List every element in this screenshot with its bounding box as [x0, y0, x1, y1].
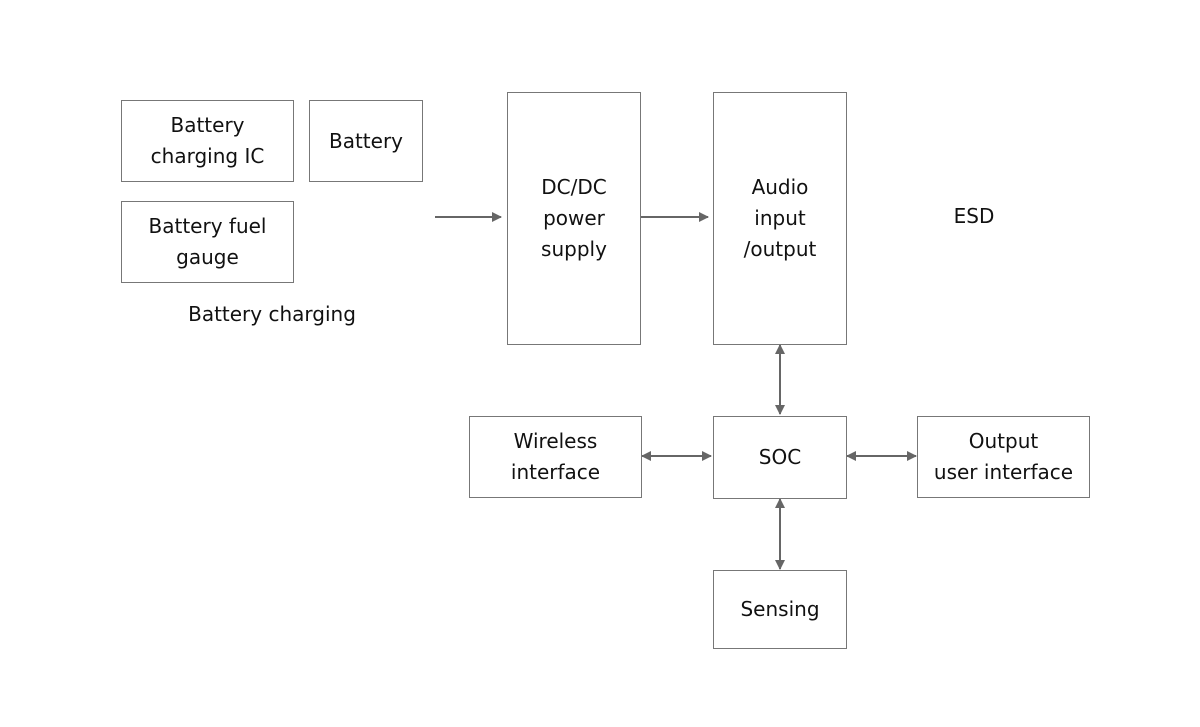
label-esd: ESD [953, 204, 995, 228]
block-wireless-interface: Wireless interface [469, 416, 642, 498]
block-battery: Battery [309, 100, 423, 182]
block-dcdc-power-supply: DC/DC power supply [507, 92, 641, 345]
block-soc: SOC [713, 416, 847, 499]
block-battery-fuel-gauge: Battery fuel gauge [121, 201, 294, 283]
block-output-user-interface: Output user interface [917, 416, 1090, 498]
block-battery-charging-ic: Battery charging IC [121, 100, 294, 182]
block-audio-io: Audio input /output [713, 92, 847, 345]
label-battery-charging: Battery charging [188, 302, 356, 326]
block-sensing: Sensing [713, 570, 847, 649]
